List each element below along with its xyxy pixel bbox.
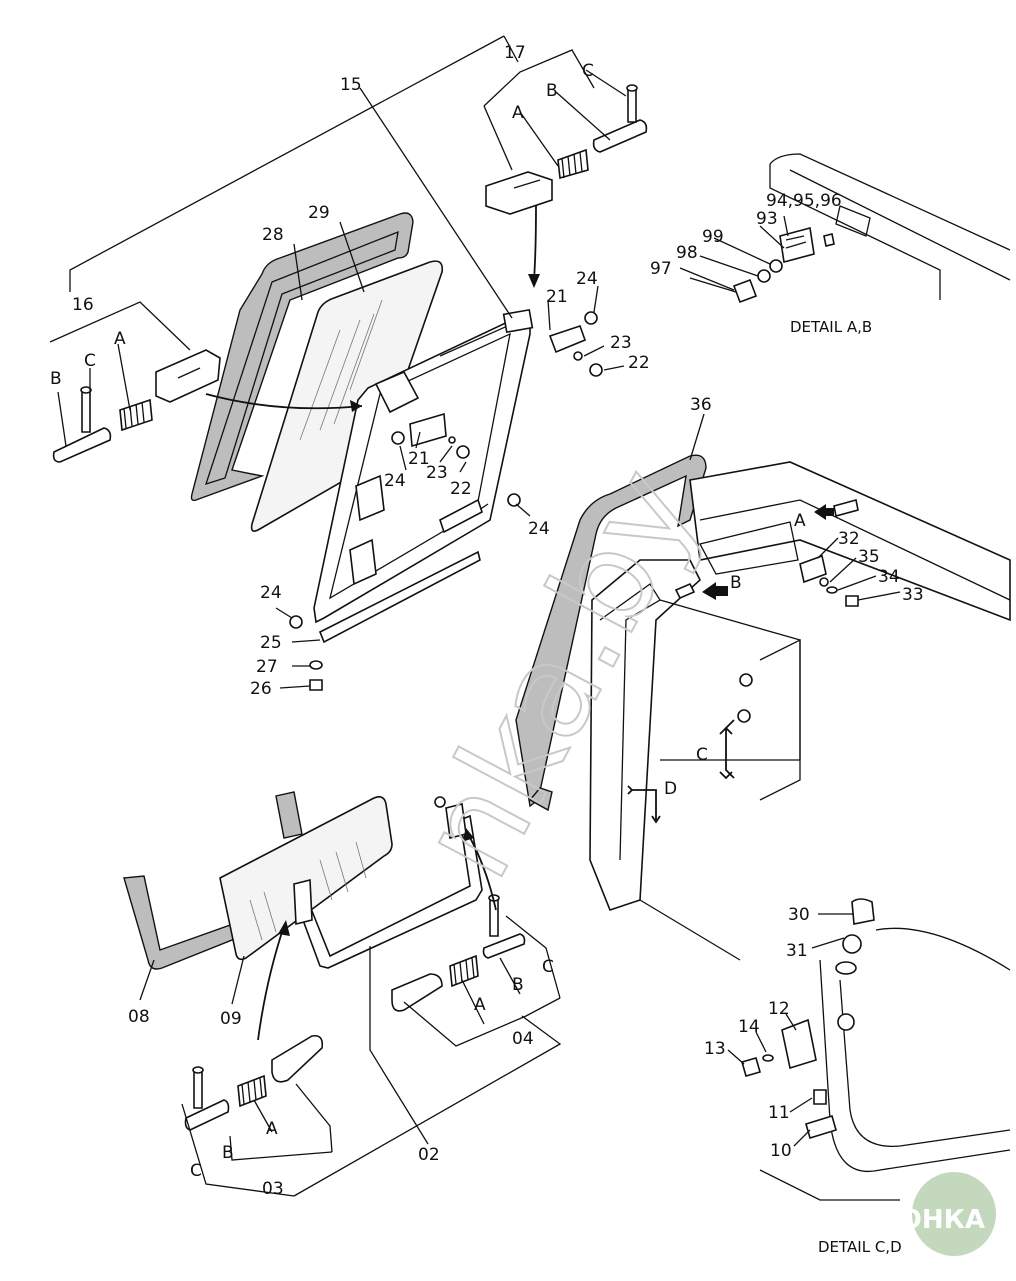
agronka-logo: АГРОНКА	[844, 1172, 996, 1256]
label-17-a: A	[512, 103, 524, 123]
label-24-right: 24	[528, 519, 550, 539]
label-14: 14	[738, 1017, 760, 1037]
slide-rail	[318, 550, 481, 644]
label-17: 17	[504, 43, 526, 63]
detail-cd-view	[741, 898, 1011, 1201]
detail-cd-caption: DETAIL C,D	[818, 1238, 902, 1256]
label-12: 12	[768, 999, 790, 1019]
label-13: 13	[704, 1039, 726, 1059]
latch-03	[184, 1034, 324, 1131]
label-94-95-96: 94,95,96	[766, 191, 842, 211]
arrow-c	[719, 719, 735, 780]
label-30: 30	[788, 905, 810, 925]
label-09: 09	[220, 1009, 242, 1029]
label-03-a: A	[266, 1119, 278, 1139]
cab-frame	[589, 461, 1011, 961]
frame-02	[293, 796, 483, 969]
label-16-c: C	[84, 351, 96, 371]
latch-16	[52, 349, 221, 463]
label-22-top: 22	[628, 353, 650, 373]
label-32: 32	[838, 529, 860, 549]
label-24-mid: 24	[384, 471, 406, 491]
glass-29	[250, 260, 444, 532]
label-99: 99	[702, 227, 724, 247]
label-25: 25	[260, 633, 282, 653]
label-36: 36	[690, 395, 712, 415]
latch-17	[485, 84, 648, 215]
logo-text: АГРОНКА	[844, 1205, 985, 1235]
arrow-a	[814, 504, 834, 520]
label-93: 93	[756, 209, 778, 229]
label-16-b: B	[50, 369, 62, 389]
detail-ab-view	[689, 153, 1011, 304]
label-23-mid: 23	[426, 463, 448, 483]
label-04-a: A	[474, 995, 486, 1015]
gasket-28	[190, 212, 414, 502]
label-16-a: A	[114, 329, 126, 349]
detail-ab-caption: DETAIL A,B	[790, 318, 872, 336]
label-03-b: B	[222, 1143, 234, 1163]
label-22-mid: 22	[450, 479, 472, 499]
label-04: 04	[512, 1029, 534, 1049]
label-03: 03	[262, 1179, 284, 1199]
label-29: 29	[308, 203, 330, 223]
leader-lines	[49, 35, 901, 1197]
label-31: 31	[786, 941, 808, 961]
label-02: 02	[418, 1145, 440, 1165]
arrow-d-label: D	[664, 779, 677, 799]
label-11: 11	[768, 1103, 790, 1123]
gasket-08	[123, 791, 303, 970]
label-04-b: B	[512, 975, 524, 995]
label-03-c: C	[190, 1161, 202, 1181]
arrow-d	[627, 785, 661, 824]
arrow-b	[702, 582, 728, 600]
label-21-mid: 21	[408, 449, 430, 469]
label-27: 27	[256, 657, 278, 677]
label-33: 33	[902, 585, 924, 605]
arrow-a-label: A	[794, 511, 806, 531]
label-98: 98	[676, 243, 698, 263]
label-26: 26	[250, 679, 272, 699]
label-04-c: C	[542, 957, 554, 977]
hardware-small	[289, 311, 603, 691]
label-10: 10	[770, 1141, 792, 1161]
glass-09	[219, 796, 393, 961]
label-17-c: C	[582, 61, 594, 81]
label-16: 16	[72, 295, 94, 315]
latch-04	[391, 894, 526, 1012]
label-08: 08	[128, 1007, 150, 1027]
gasket-36	[515, 454, 707, 812]
label-24-top: 24	[576, 269, 598, 289]
label-23-top: 23	[610, 333, 632, 353]
label-15: 15	[340, 75, 362, 95]
label-24-low: 24	[260, 583, 282, 603]
label-34: 34	[878, 567, 900, 587]
latch-plate-32	[799, 554, 859, 607]
arrow-b-label: B	[730, 573, 742, 593]
label-35: 35	[858, 547, 880, 567]
label-21-top: 21	[546, 287, 568, 307]
label-17-b: B	[546, 81, 558, 101]
label-28: 28	[262, 225, 284, 245]
arrow-c-label: C	[696, 745, 708, 765]
label-97: 97	[650, 259, 672, 279]
